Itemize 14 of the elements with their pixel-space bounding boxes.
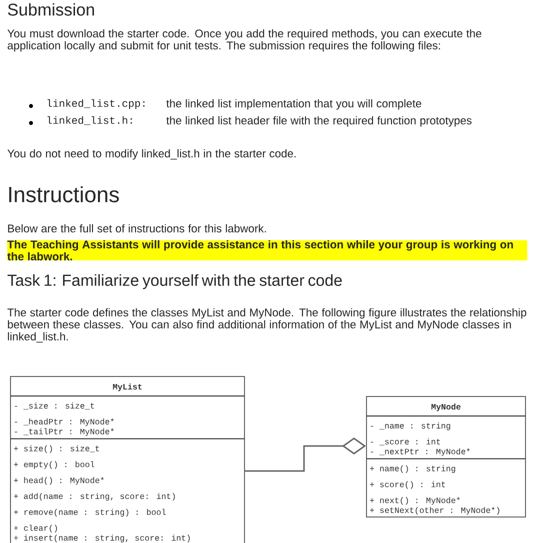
highlighted-note: The Teaching Assistants will provide assistance in this section while your group is working on the labwork. <box>7 240 528 260</box>
paragraph: The starter code defines the classes MyList and MyNode. The following figure illustrates the relationship between these classes. You can also find additional information of the MyList and MyNode classes in linked_list.h. <box>7 308 526 343</box>
class-box: MyList - _size : size_t - _headPtr : MyNode* - _tailPtr : MyNode* + size() : size_t + empty() : bool + head() : MyNode* + add(name : string, score: int) + remove(name : string) : bool + clear() + insert(name : string, score: int) <box>10 376 245 543</box>
heading: Instructions <box>9 186 119 202</box>
paragraph: Below are the full set of instructions for this labwork. <box>8 224 266 232</box>
paragraph: You do not need to modify linked_list.h in the starter code. <box>7 149 296 160</box>
heading: Submission <box>8 3 94 16</box>
file-description: the linked list header file with the required function prototypes <box>166 116 472 127</box>
file-name: linked_list.h: <box>48 116 132 125</box>
heading: Task 1: Familiarize yourself with the starter code <box>8 274 342 290</box>
class-box: MyNode - _name : string - _score : int - _nextPtr : MyNode* + name() : string + score() : int + next() : MyNode* + setNext(other : MyNode*) <box>366 396 526 518</box>
file-name: linked_list.cpp: <box>48 99 144 109</box>
paragraph: You must download the starter code. Once you add the required methods, you can execute the application locally and submit for unit tests. The submission requires the following files: <box>7 29 482 52</box>
file-description: the linked list implementation that you will complete <box>166 99 422 110</box>
